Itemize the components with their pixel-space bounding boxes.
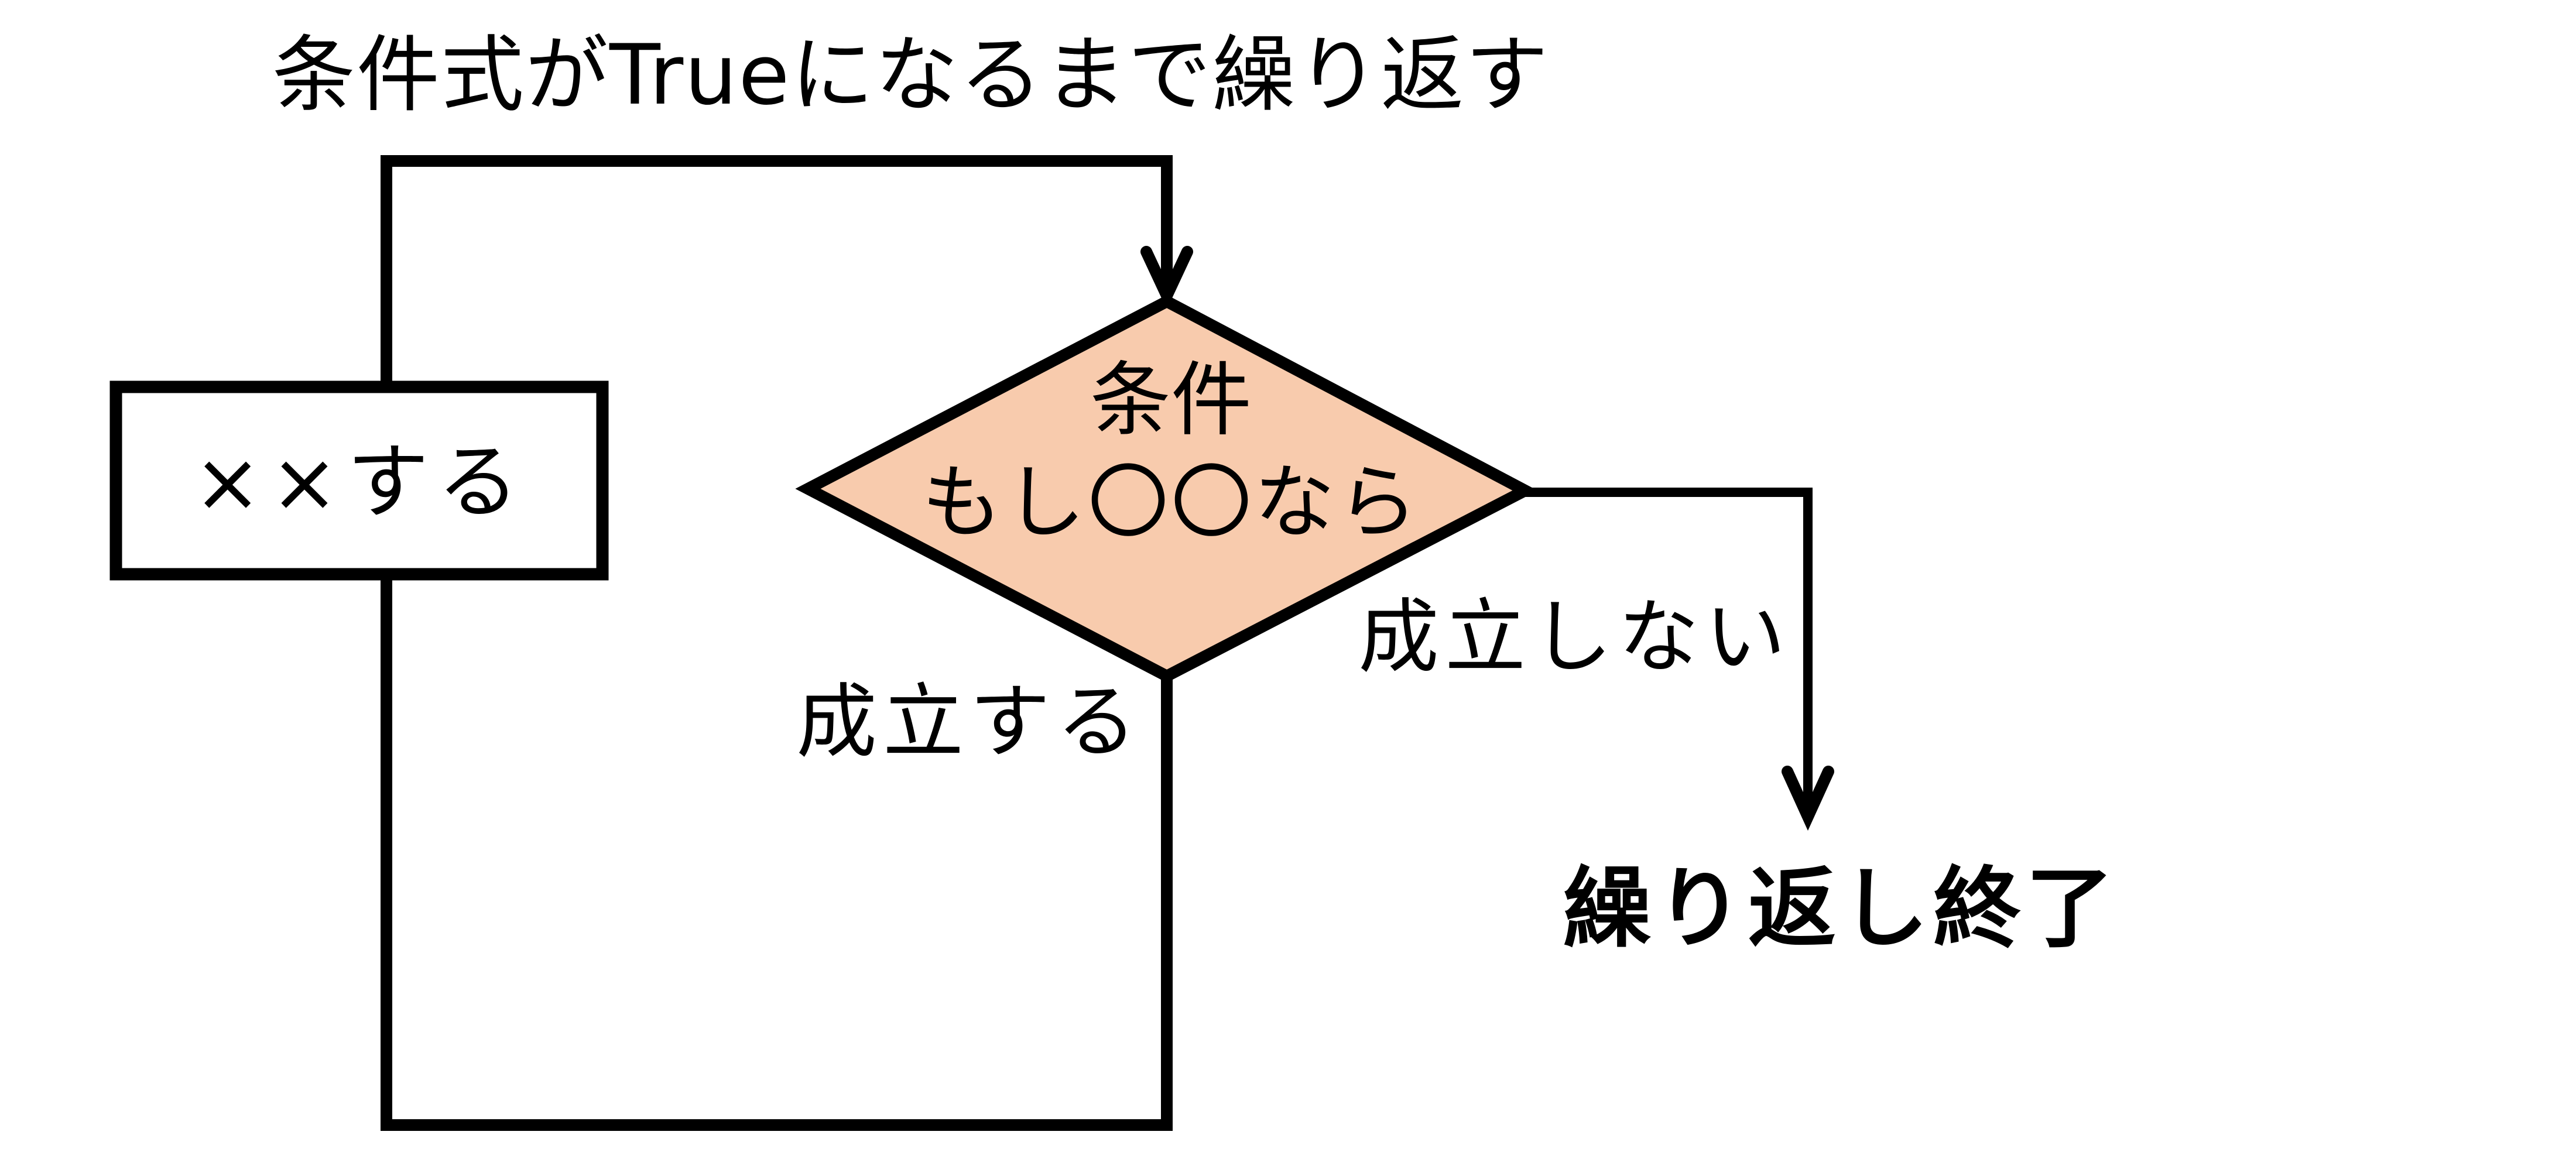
loop-back-connector xyxy=(381,155,1173,381)
arrow-down-icon xyxy=(1782,766,1834,831)
process-box xyxy=(109,380,609,581)
process-label: ××する xyxy=(193,435,527,530)
false-branch-connector xyxy=(1525,488,1813,817)
decision-label-line1: 条件 xyxy=(1090,353,1252,447)
false-branch-label: 成立しない xyxy=(1358,590,1792,684)
diagram-title: 条件式がTrueになるまで繰り返す xyxy=(272,27,1550,124)
true-branch-connector xyxy=(381,580,1173,1131)
true-branch-label: 成立する xyxy=(796,675,1143,769)
end-label: 繰り返し終了 xyxy=(1563,858,2119,960)
decision-label-line2: もし〇〇なら xyxy=(921,455,1420,550)
